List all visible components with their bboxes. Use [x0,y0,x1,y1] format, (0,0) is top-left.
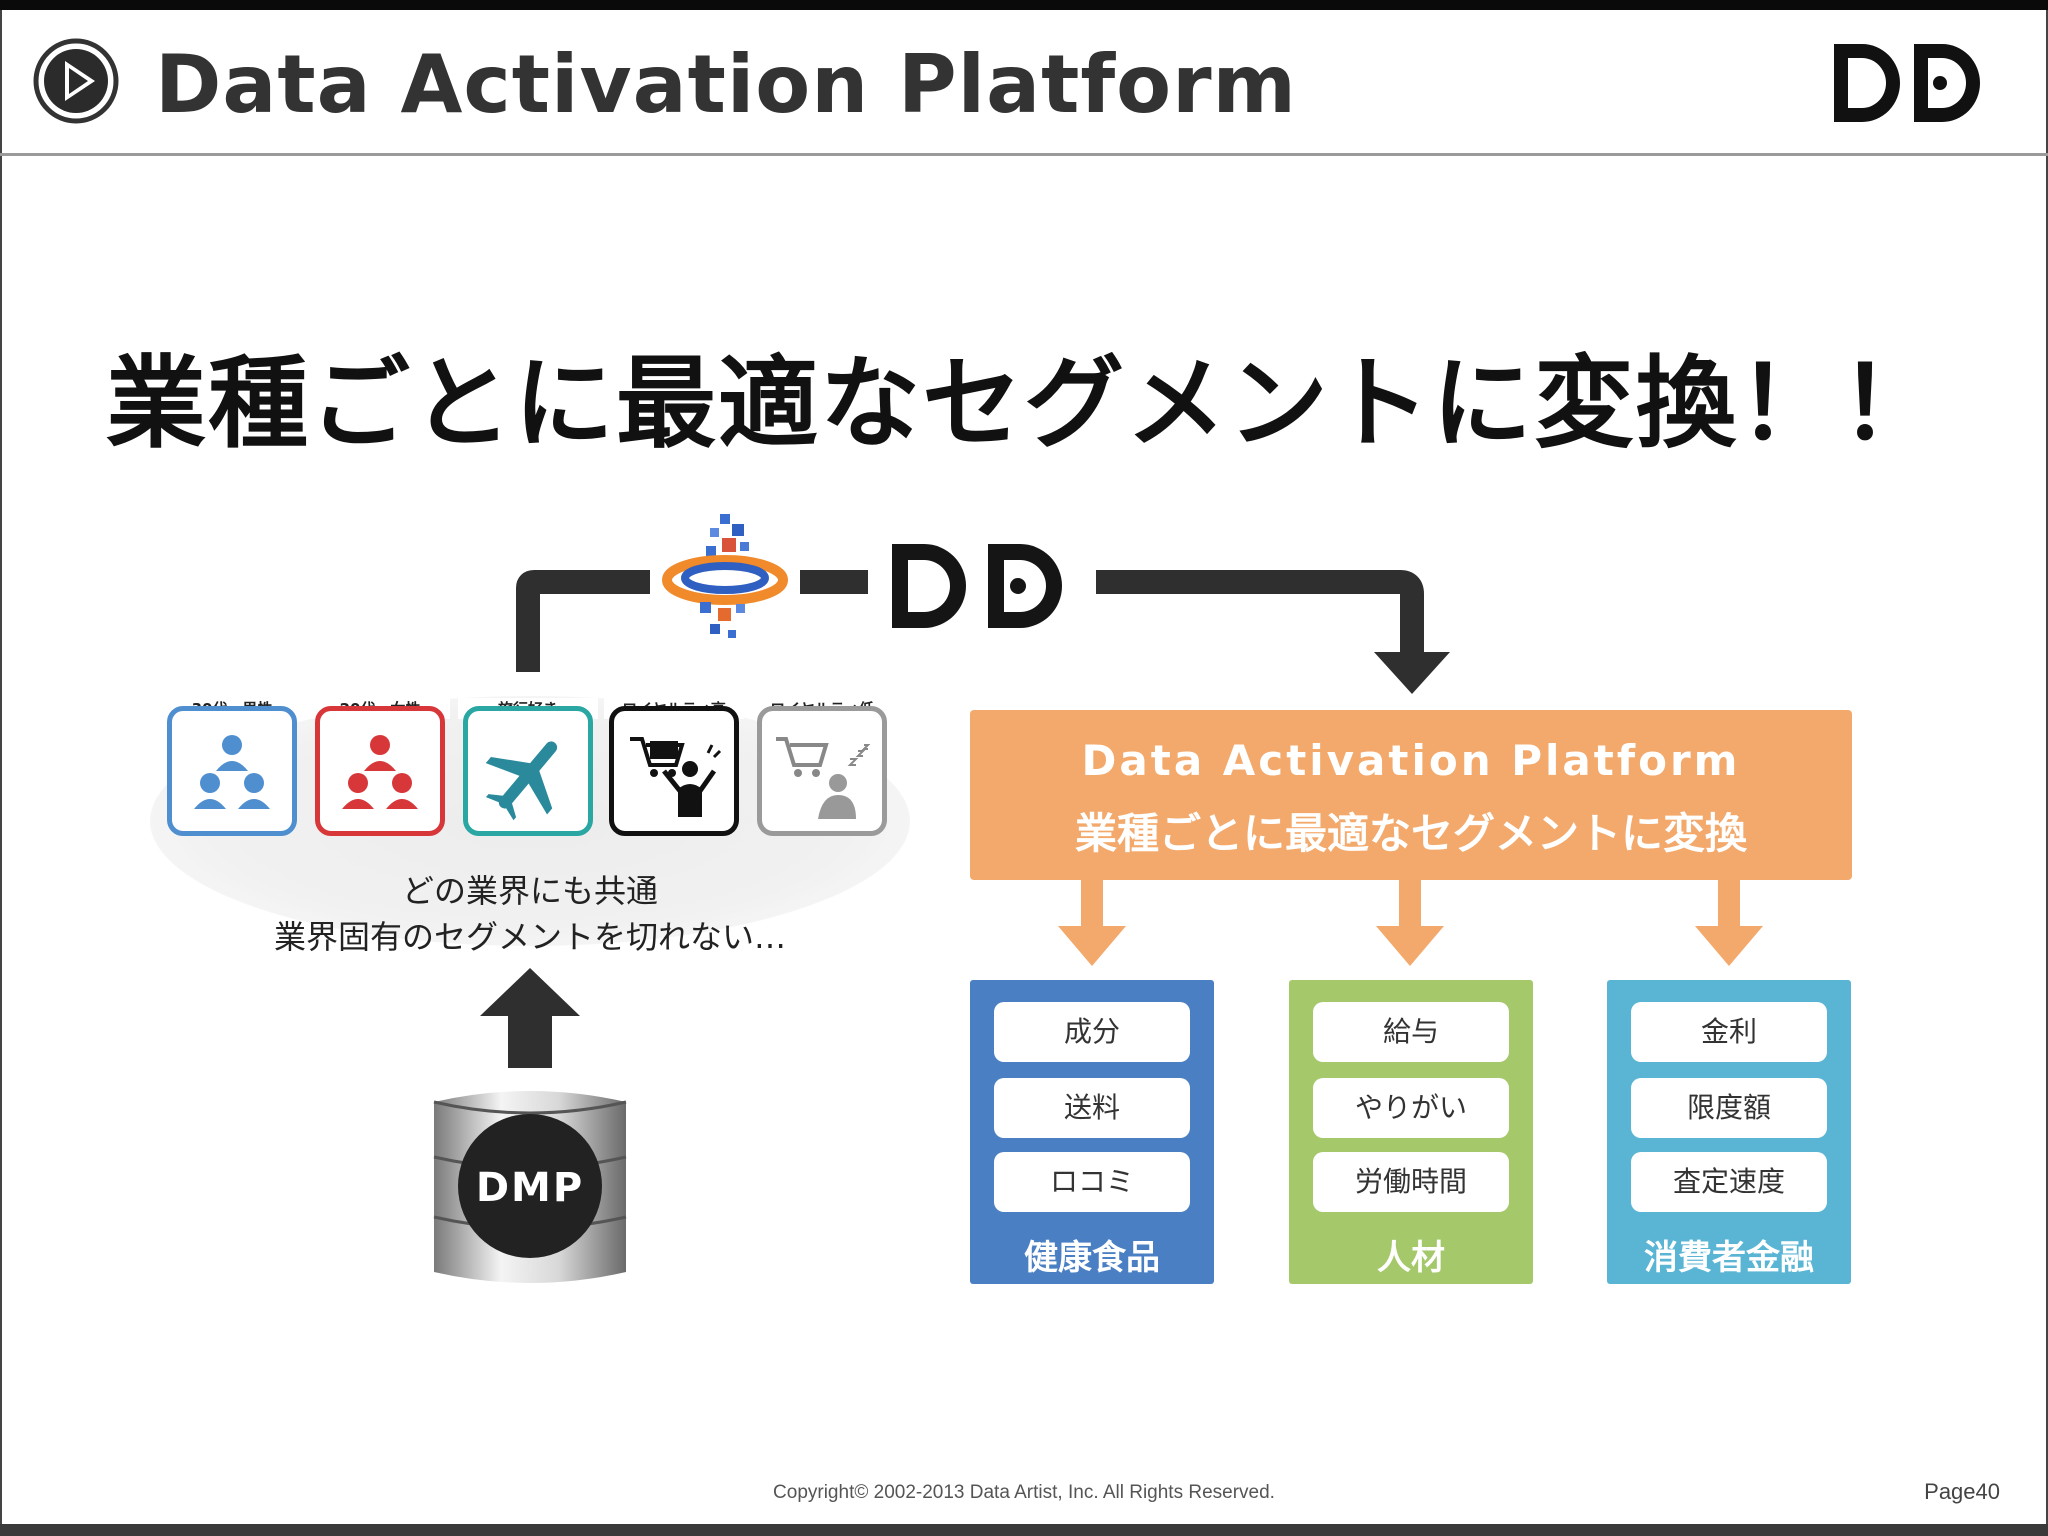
platform-title: Data Activation Platform [1081,736,1741,785]
people-group-icon [342,735,418,809]
header-divider [0,153,2048,156]
segment-card-travel [463,706,593,836]
attribute-pill: ロコミ [994,1152,1190,1212]
attribute-pill: やりがい [1313,1078,1509,1138]
up-arrow-icon [480,968,580,1068]
segment-card-20s-female [315,706,445,836]
industry-name: 人材 [1377,1238,1445,1278]
right-border [2046,10,2048,1524]
platform-box [970,710,1852,880]
copyright: Copyright© 2002-2013 Data Artist, Inc. A… [773,1482,1275,1503]
segment-card-loyalty-low [757,706,887,836]
segment-card-loyalty-high [609,706,739,836]
industry-name: 健康食品 [1024,1238,1160,1278]
attribute-pill: 給与 [1313,1002,1509,1062]
caption-common: どの業界にも共通 [401,872,658,910]
page-title: Data Activation Platform [155,38,1297,131]
attribute-pill: 金利 [1631,1002,1827,1062]
caption-limitation: 業界固有のセグメントを切れない… [273,918,786,956]
page-number: Page40 [1924,1479,2000,1504]
platform-subtitle: 業種ごとに最適なセグメントに変換 [1074,809,1747,858]
people-group-icon [194,735,270,809]
bottom-border-bar [0,1524,2048,1536]
attribute-pill: 送料 [994,1078,1190,1138]
left-border [0,10,2,1524]
top-border-bar [0,0,2048,10]
attribute-pill: 成分 [994,1002,1190,1062]
play-circle-icon [33,38,119,124]
swirl-logo-icon [662,514,788,638]
headline: 業種ごとに最適なセグメントに変換！！ [106,345,1942,462]
attribute-pill: 限度額 [1631,1078,1827,1138]
segment-card-30s-male [167,706,297,836]
industry-name: 消費者金融 [1644,1238,1814,1278]
happy-shopper-icon [630,737,722,817]
center-dp-logo-icon [892,544,1062,628]
dmp-label: DMP [475,1165,585,1211]
sleepy-shopper-icon [776,737,871,819]
dp-logo-icon [1834,44,1980,122]
attribute-pill: 査定速度 [1631,1152,1827,1212]
database-icon [433,1091,627,1283]
airplane-icon [485,741,558,821]
attribute-pill: 労働時間 [1313,1152,1509,1212]
